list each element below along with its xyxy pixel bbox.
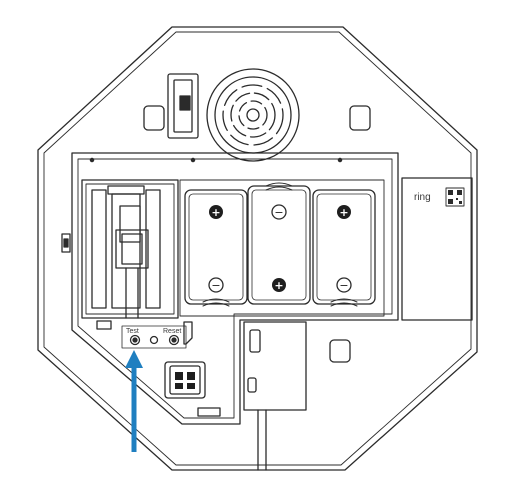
screw-dot bbox=[89, 157, 95, 163]
svg-text:+: + bbox=[339, 206, 348, 219]
svg-text:−: − bbox=[339, 279, 348, 292]
wire-clip bbox=[183, 321, 193, 345]
polarity-marker-b3-bottom: − bbox=[336, 277, 352, 293]
screw-dot bbox=[337, 157, 343, 163]
mount-boss-left bbox=[143, 105, 165, 131]
indicator-light bbox=[149, 335, 159, 345]
housing-inner-outline bbox=[43, 31, 472, 466]
reset-label: Reset bbox=[163, 328, 181, 335]
qr-code-icon bbox=[445, 187, 465, 207]
polarity-marker-b2-top: − bbox=[271, 204, 287, 220]
mount-bracket bbox=[167, 73, 199, 139]
arrow-up-icon bbox=[125, 350, 143, 452]
mount-boss-lower-right bbox=[329, 339, 351, 363]
battery-3 bbox=[312, 189, 376, 307]
side-clip bbox=[61, 233, 71, 253]
battery-bay bbox=[179, 179, 385, 317]
polarity-marker-b1-bottom: − bbox=[208, 277, 224, 293]
battery-compartment-frame bbox=[71, 152, 399, 425]
svg-text:−: − bbox=[274, 206, 283, 219]
button-panel bbox=[121, 325, 187, 349]
speaker-grille-icon bbox=[206, 68, 300, 162]
polarity-marker-b3-top: + bbox=[337, 205, 351, 219]
housing-outline bbox=[37, 26, 478, 471]
test-button[interactable] bbox=[129, 334, 141, 346]
screw-dot bbox=[190, 157, 196, 163]
svg-text:+: + bbox=[211, 206, 220, 219]
battery-1 bbox=[184, 189, 248, 307]
svg-text:+: + bbox=[274, 279, 283, 292]
cable-cover bbox=[243, 321, 307, 471]
polarity-marker-b1-top: + bbox=[209, 205, 223, 219]
left-module bbox=[81, 179, 179, 330]
test-label: Test bbox=[126, 328, 139, 335]
battery-2 bbox=[247, 182, 311, 305]
label-panel bbox=[401, 177, 473, 321]
polarity-marker-b2-bottom: + bbox=[272, 278, 286, 292]
screw-terminal-icon bbox=[164, 361, 221, 417]
reset-button[interactable] bbox=[168, 334, 180, 346]
mount-boss-right bbox=[349, 105, 371, 131]
svg-text:−: − bbox=[211, 279, 220, 292]
battery-compartment-inner bbox=[77, 158, 393, 419]
brand-label: ring bbox=[414, 192, 431, 203]
